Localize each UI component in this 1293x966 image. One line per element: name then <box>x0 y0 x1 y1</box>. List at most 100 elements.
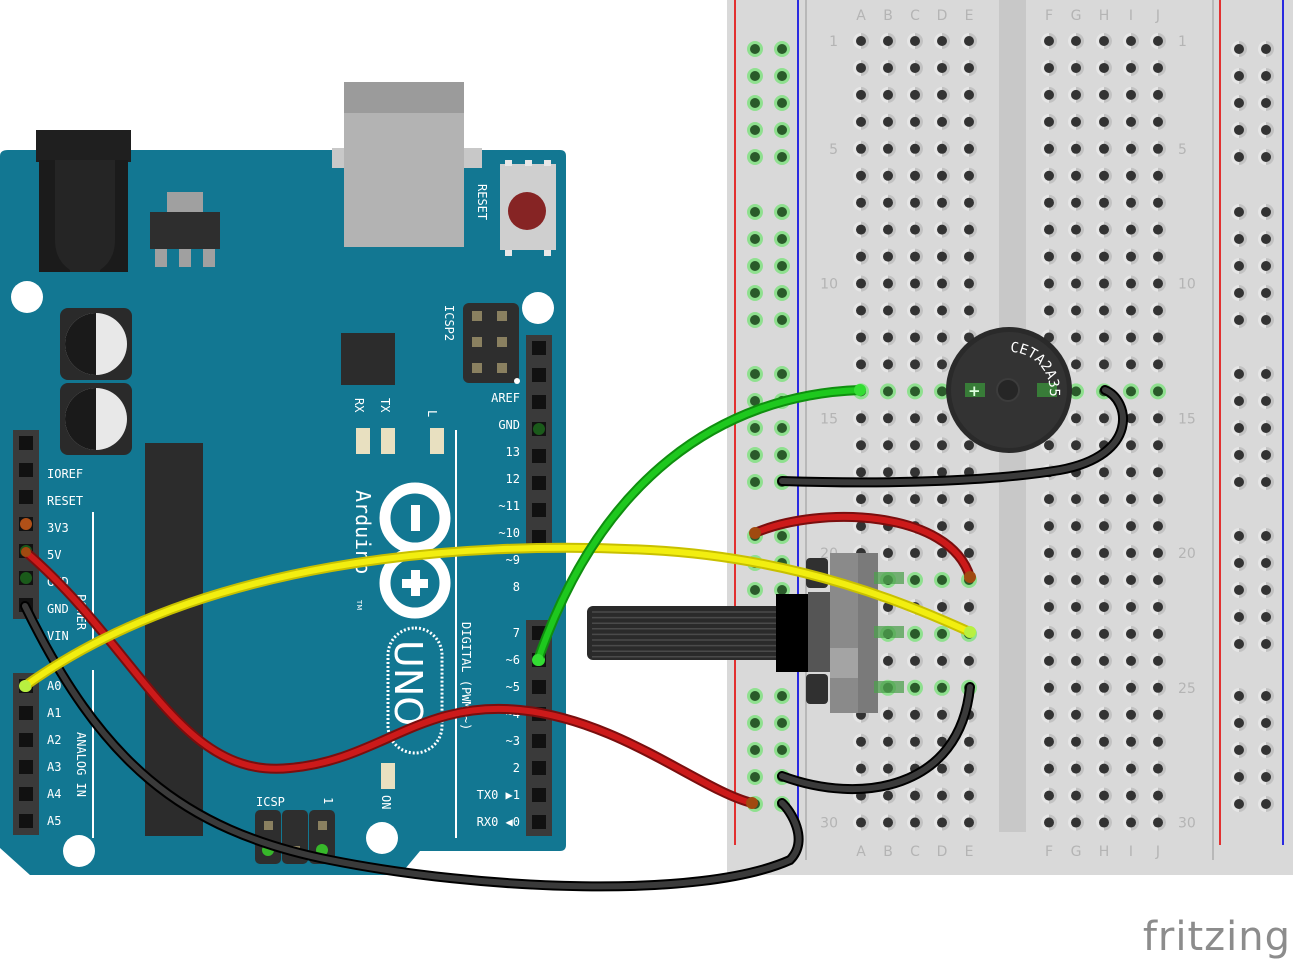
power-pin[interactable] <box>19 436 33 450</box>
breadboard-hole[interactable] <box>880 302 896 319</box>
power-rail-hole[interactable] <box>774 68 790 84</box>
power-pin[interactable] <box>19 463 33 477</box>
breadboard-hole[interactable] <box>880 814 896 831</box>
breadboard-hole[interactable] <box>961 86 977 103</box>
breadboard-hole[interactable] <box>1123 787 1139 804</box>
breadboard-hole[interactable] <box>1096 167 1112 184</box>
breadboard-hole[interactable] <box>880 33 896 49</box>
breadboard-hole[interactable] <box>934 814 950 831</box>
wire-pot-gnd[interactable] <box>779 684 973 793</box>
breadboard-hole[interactable] <box>853 410 869 427</box>
breadboard-hole[interactable] <box>907 275 923 292</box>
breadboard-hole[interactable] <box>1068 140 1084 157</box>
digital-high-pin[interactable] <box>532 395 546 409</box>
breadboard-hole[interactable] <box>961 545 977 562</box>
breadboard-hole[interactable] <box>934 59 950 76</box>
breadboard-hole[interactable] <box>1150 706 1166 723</box>
breadboard-hole[interactable] <box>961 275 977 292</box>
breadboard-hole[interactable] <box>1150 518 1166 535</box>
breadboard-hole[interactable] <box>880 194 896 211</box>
breadboard-hole[interactable] <box>1123 760 1139 777</box>
power-rail-hole[interactable] <box>747 769 763 785</box>
breadboard-hole[interactable] <box>1096 652 1112 669</box>
power-rail-hole[interactable] <box>1231 420 1247 436</box>
breadboard-hole[interactable] <box>1096 59 1112 76</box>
breadboard-hole[interactable] <box>1096 706 1112 723</box>
power-rail-hole[interactable] <box>1231 393 1247 409</box>
power-rail-hole[interactable] <box>774 231 790 247</box>
breadboard-hole[interactable] <box>1123 302 1139 319</box>
breadboard-hole[interactable] <box>1123 59 1139 76</box>
power-rail-hole[interactable] <box>1258 582 1274 598</box>
breadboard-hole[interactable] <box>907 194 923 211</box>
breadboard-hole[interactable] <box>1150 167 1166 184</box>
breadboard-hole[interactable] <box>1123 545 1139 562</box>
breadboard-hole[interactable] <box>1068 572 1084 588</box>
breadboard-hole[interactable] <box>961 194 977 211</box>
breadboard-hole[interactable] <box>1041 625 1057 642</box>
power-rail-hole[interactable] <box>1258 688 1274 704</box>
breadboard-hole[interactable] <box>853 167 869 184</box>
breadboard-hole[interactable] <box>1123 464 1139 481</box>
breadboard-hole[interactable] <box>934 86 950 103</box>
breadboard-hole[interactable] <box>934 329 950 346</box>
breadboard-hole[interactable] <box>1150 86 1166 103</box>
power-rail-hole[interactable] <box>1231 68 1247 84</box>
breadboard-hole[interactable] <box>1068 113 1084 130</box>
breadboard-hole[interactable] <box>907 706 923 723</box>
breadboard-hole[interactable] <box>934 167 950 184</box>
breadboard-hole[interactable] <box>1068 598 1084 615</box>
analog-pin[interactable] <box>19 760 33 774</box>
breadboard-hole[interactable] <box>1123 356 1139 373</box>
power-rail-hole[interactable] <box>774 149 790 165</box>
breadboard-hole[interactable] <box>907 302 923 319</box>
breadboard-hole[interactable] <box>934 221 950 238</box>
power-rail-hole[interactable] <box>774 528 790 544</box>
power-rail-hole[interactable] <box>1231 231 1247 247</box>
breadboard-hole[interactable] <box>934 302 950 319</box>
power-rail-hole[interactable] <box>1258 636 1274 652</box>
breadboard-hole[interactable] <box>907 733 923 750</box>
breadboard-hole[interactable] <box>1150 248 1166 265</box>
breadboard-hole[interactable] <box>1068 733 1084 750</box>
breadboard-hole[interactable] <box>880 329 896 346</box>
breadboard-hole[interactable] <box>1123 572 1139 588</box>
breadboard-hole[interactable] <box>1096 140 1112 157</box>
power-rail-hole[interactable] <box>774 688 790 704</box>
breadboard-hole[interactable] <box>961 302 977 319</box>
power-rail-hole[interactable] <box>774 41 790 57</box>
power-rail-hole[interactable] <box>747 258 763 274</box>
power-rail-hole[interactable] <box>774 204 790 220</box>
breadboard-hole[interactable] <box>907 167 923 184</box>
breadboard-hole[interactable] <box>907 221 923 238</box>
breadboard-hole[interactable] <box>1096 625 1112 642</box>
power-rail-hole[interactable] <box>747 41 763 57</box>
wire-gnd[interactable] <box>22 603 802 890</box>
breadboard-hole[interactable] <box>934 383 950 400</box>
power-rail-hole[interactable] <box>1231 796 1247 812</box>
wire-rail-to-pot[interactable] <box>752 513 973 580</box>
breadboard-hole[interactable] <box>880 545 896 562</box>
power-rail-hole[interactable] <box>1258 420 1274 436</box>
breadboard-hole[interactable] <box>961 787 977 804</box>
breadboard-hole[interactable] <box>1068 437 1084 454</box>
breadboard-hole[interactable] <box>853 814 869 831</box>
breadboard-hole[interactable] <box>907 491 923 508</box>
power-rail-hole[interactable] <box>774 95 790 111</box>
breadboard-hole[interactable] <box>1123 706 1139 723</box>
breadboard-hole[interactable] <box>934 625 950 642</box>
breadboard-hole[interactable] <box>907 383 923 400</box>
breadboard-hole[interactable] <box>1068 410 1084 427</box>
breadboard-hole[interactable] <box>1096 598 1112 615</box>
power-rail-hole[interactable] <box>774 312 790 328</box>
breadboard-hole[interactable] <box>934 140 950 157</box>
breadboard-hole[interactable] <box>961 652 977 669</box>
breadboard-hole[interactable] <box>907 140 923 157</box>
digital-low-pin[interactable] <box>532 680 546 694</box>
power-rail-hole[interactable] <box>747 366 763 382</box>
power-rail-hole[interactable] <box>747 122 763 138</box>
breadboard-hole[interactable] <box>1150 140 1166 157</box>
breadboard-hole[interactable] <box>1150 733 1166 750</box>
power-rail-hole[interactable] <box>1258 447 1274 463</box>
breadboard-hole[interactable] <box>1096 572 1112 588</box>
